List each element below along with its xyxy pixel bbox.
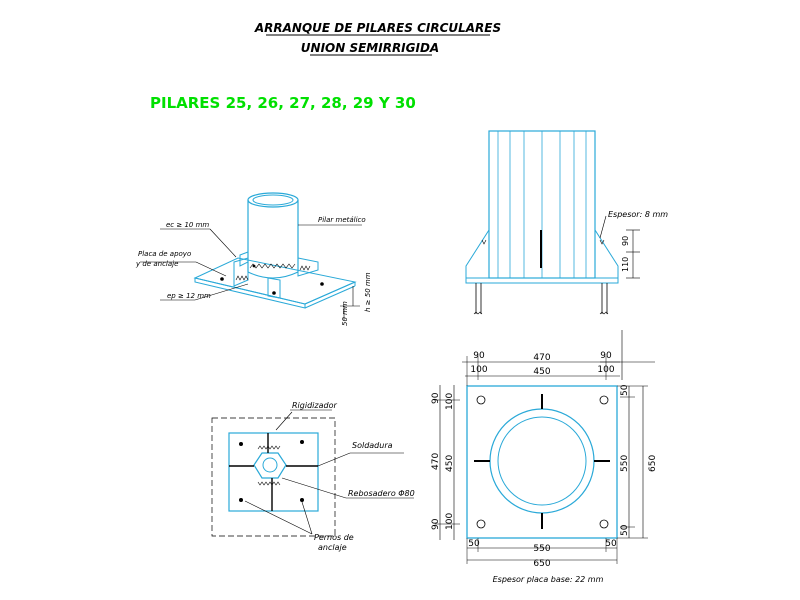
elev-dim-110: 110 <box>621 257 630 272</box>
top-dim-left: 90 <box>473 351 485 361</box>
placa-label-1: Placa de apoyo <box>138 250 191 258</box>
isometric-view: ec ≥ 10 mm Pilar metálico Placa de apoyo… <box>135 192 372 326</box>
left-dim-center: 470 <box>431 453 441 470</box>
ep-label: ep ≥ 12 mm <box>167 292 211 300</box>
small-plan-view: Rigidizador Soldadura Rebosadero Φ80 Per… <box>211 401 415 552</box>
left-dim2-top: 100 <box>445 393 455 410</box>
left-dim-bottom: 90 <box>431 518 441 530</box>
espesor-placa-label: Espesor placa base: 22 mm <box>493 575 604 584</box>
placa-label-2: y de anclaje <box>135 260 178 268</box>
top-dim-right: 90 <box>600 351 612 361</box>
top-dim2-right: 100 <box>597 365 614 375</box>
pernos-label-2: anclaje <box>318 543 347 552</box>
pilares-subtitle: PILARES 25, 26, 27, 28, 29 Y 30 <box>150 94 416 112</box>
pernos-label-1: Pernos de <box>314 533 354 542</box>
title-line-2: UNION SEMIRRIGIDA <box>301 41 439 55</box>
bottom-dim-left: 50 <box>468 539 480 549</box>
soldadura-label: Soldadura <box>352 441 393 450</box>
pilar-label: Pilar metálico <box>318 216 366 224</box>
left-dim-top: 90 <box>431 392 441 404</box>
right-dim-bottom: 50 <box>620 524 630 536</box>
h-label: h ≥ 50 mm <box>364 272 372 312</box>
right-dim-total: 650 <box>648 455 658 472</box>
top-dim-center: 470 <box>533 353 550 363</box>
elev-dim-90: 90 <box>621 236 630 246</box>
espesor-label: Espesor: 8 mm <box>608 210 668 219</box>
left-dim2-bottom: 100 <box>445 513 455 530</box>
bottom-dim-total: 650 <box>533 559 550 569</box>
ec-label: ec ≥ 10 mm <box>166 221 209 229</box>
bottom-dim-right: 50 <box>605 539 617 549</box>
title-line-1: ARRANQUE DE PILARES CIRCULARES <box>254 21 501 35</box>
rigidizador-label: Rigidizador <box>292 401 337 410</box>
rebosadero-label: Rebosadero Φ80 <box>348 489 415 498</box>
right-dim-top: 50 <box>620 384 630 396</box>
top-dim2-center: 450 <box>533 367 550 377</box>
title-block: ARRANQUE DE PILARES CIRCULARES UNION SEM… <box>254 21 501 56</box>
bottom-dim-center: 550 <box>533 544 550 554</box>
left-dim2-center: 450 <box>445 455 455 472</box>
right-dim-center: 550 <box>620 455 630 472</box>
elevation-view: Espesor: 8 mm 90 110 <box>465 130 668 315</box>
min-label: 50 mm <box>341 301 349 326</box>
large-plan-view: 90 470 90 100 450 100 90 470 90 100 450 … <box>431 330 658 584</box>
top-dim2-left: 100 <box>470 365 487 375</box>
